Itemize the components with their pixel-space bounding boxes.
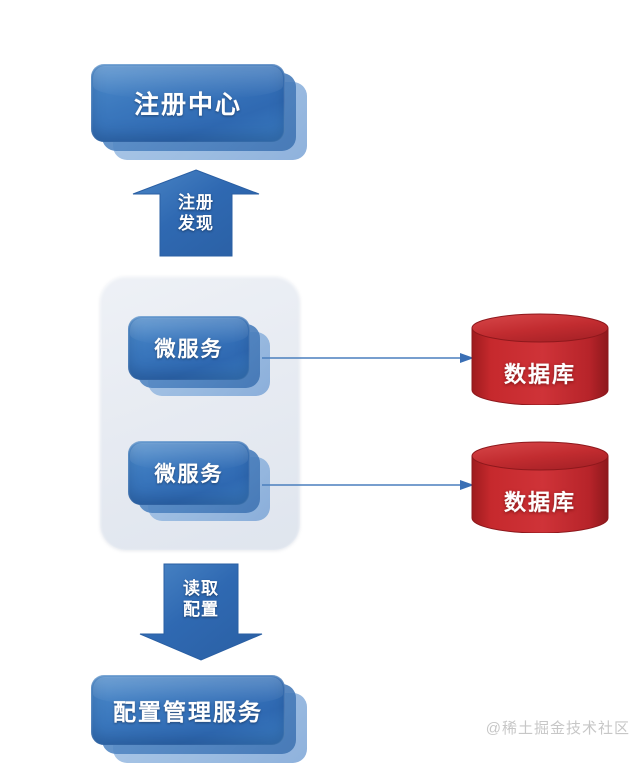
node-database-1[interactable]: 数据库 xyxy=(470,313,610,405)
microservice-2-label: 微服务 xyxy=(154,463,224,486)
config-service-face: 配置管理服务 xyxy=(91,675,285,745)
connector-arrow-2-shape xyxy=(262,480,474,490)
microservice-1-face: 微服务 xyxy=(128,316,250,380)
microservice-1-label: 微服务 xyxy=(154,338,224,361)
arrow-down-shape xyxy=(139,563,263,661)
node-microservice-1[interactable]: 微服务 xyxy=(128,316,270,396)
node-registry-center[interactable]: 注册中心 xyxy=(91,64,307,160)
arrow-register-discover: 注册 发现 xyxy=(131,168,261,258)
database-cylinder-2-shape xyxy=(471,441,609,533)
watermark: @稀土掘金技术社区 xyxy=(485,720,630,737)
node-microservice-2[interactable]: 微服务 xyxy=(128,441,270,521)
microservice-2-face: 微服务 xyxy=(128,441,250,505)
database-cylinder-1-shape xyxy=(471,313,609,405)
node-database-2[interactable]: 数据库 xyxy=(470,441,610,533)
registry-center-face: 注册中心 xyxy=(91,64,285,142)
connector-microservice-2-to-database-2 xyxy=(262,478,474,492)
arrow-read-config: 读取 配置 xyxy=(138,562,264,662)
config-service-label: 配置管理服务 xyxy=(113,699,263,725)
arrow-up-shape xyxy=(132,169,260,257)
registry-center-label: 注册中心 xyxy=(133,91,242,119)
connector-arrow-1-shape xyxy=(262,353,474,363)
connector-microservice-1-to-database-1 xyxy=(262,351,474,365)
node-config-management-service[interactable]: 配置管理服务 xyxy=(91,675,307,763)
